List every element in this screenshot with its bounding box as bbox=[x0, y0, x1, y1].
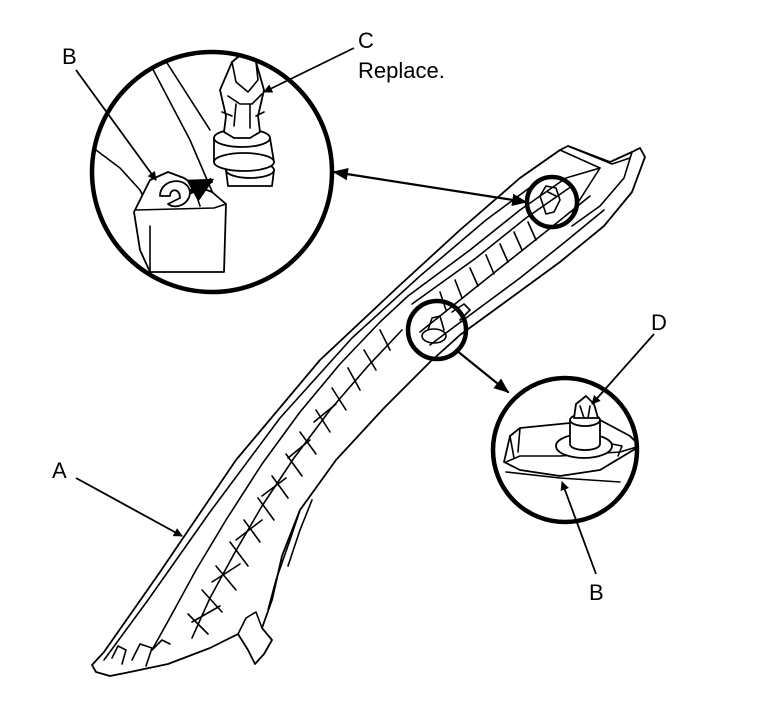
detail-circle-clip-c bbox=[89, 49, 335, 295]
label-b-top: B bbox=[62, 44, 77, 69]
leader-line-d bbox=[591, 333, 655, 405]
label-d: D bbox=[651, 310, 667, 335]
callout-circle-lower bbox=[405, 298, 469, 362]
detail-circle-outline-top bbox=[89, 49, 335, 295]
leader-line-b-top bbox=[75, 69, 157, 181]
clip-c-illustration bbox=[213, 52, 275, 187]
label-c-note: Replace. bbox=[358, 58, 445, 83]
leader-line-c bbox=[263, 47, 355, 93]
label-a: A bbox=[52, 458, 67, 483]
leader-line-a bbox=[75, 477, 183, 537]
detail-circle-clip-d bbox=[490, 375, 640, 525]
label-c: C bbox=[358, 28, 374, 53]
panel-clip-upper bbox=[539, 185, 561, 215]
label-b-bottom: B bbox=[589, 580, 604, 605]
detail-circle-outline-bottom bbox=[490, 375, 640, 525]
clip-d-illustration bbox=[555, 395, 613, 459]
leader-line-b-bottom bbox=[560, 481, 597, 575]
connector-arrow-top bbox=[332, 168, 528, 206]
reinforcement-ribs bbox=[187, 221, 537, 635]
connector-arrow-bottom bbox=[454, 348, 510, 394]
